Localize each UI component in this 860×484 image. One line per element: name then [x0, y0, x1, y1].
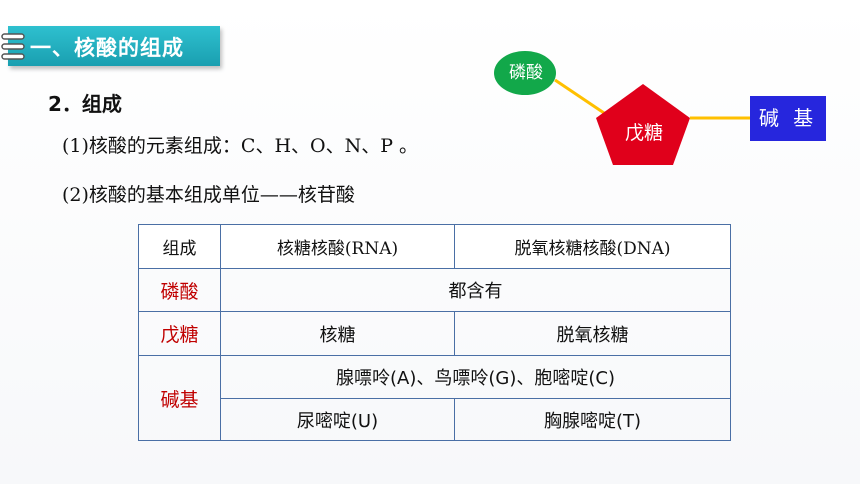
base-dna-value: 胸腺嘧啶(T): [454, 398, 731, 441]
table-header-row: 组成 核糖核酸(RNA) 脱氧核糖核酸(DNA): [138, 224, 731, 269]
sugar-dna-value: 脱氧核糖: [454, 311, 731, 356]
sugar-label: 戊糖: [624, 122, 663, 144]
header-dna: 脱氧核糖核酸(DNA): [454, 224, 731, 269]
table-row-phosphate: 磷酸 都含有: [138, 268, 731, 312]
row-label-base: 碱基: [138, 355, 221, 441]
row-label-phosphate: 磷酸: [138, 268, 221, 312]
row-label-sugar: 戊糖: [138, 311, 221, 356]
phosphate-label: 磷酸: [509, 63, 543, 83]
header-component: 组成: [138, 224, 221, 269]
basic-unit-text: (2)核酸的基本组成单位——核苷酸: [62, 184, 355, 206]
base-box: 碱 基: [750, 96, 826, 141]
sugar-rna-value: 核糖: [220, 311, 455, 356]
table-row-sugar: 戊糖 核糖 脱氧核糖: [138, 311, 731, 356]
section-banner: 一、核酸的组成: [8, 26, 220, 66]
element-composition-text: (1)核酸的元素组成：C、H、O、N、P 。: [62, 135, 419, 157]
base-rna-value: 尿嘧啶(U): [220, 398, 455, 441]
composition-table: 组成 核糖核酸(RNA) 脱氧核糖核酸(DNA) 磷酸 都含有 戊糖 核糖 脱氧…: [138, 224, 731, 441]
binder-rings-icon: [1, 33, 25, 60]
subheading: 2．组成: [48, 92, 122, 116]
table-row-base-common: 碱基 腺嘌呤(A)、鸟嘌呤(G)、胞嘧啶(C): [138, 355, 731, 441]
section-title: 一、核酸的组成: [30, 36, 184, 60]
phosphate-value: 都含有: [220, 268, 731, 312]
table-row-base-specific: 尿嘧啶(U) 胸腺嘧啶(T): [139, 398, 731, 441]
base-common-value: 腺嘌呤(A)、鸟嘌呤(G)、胞嘧啶(C): [220, 355, 731, 399]
header-rna: 核糖核酸(RNA): [220, 224, 455, 269]
